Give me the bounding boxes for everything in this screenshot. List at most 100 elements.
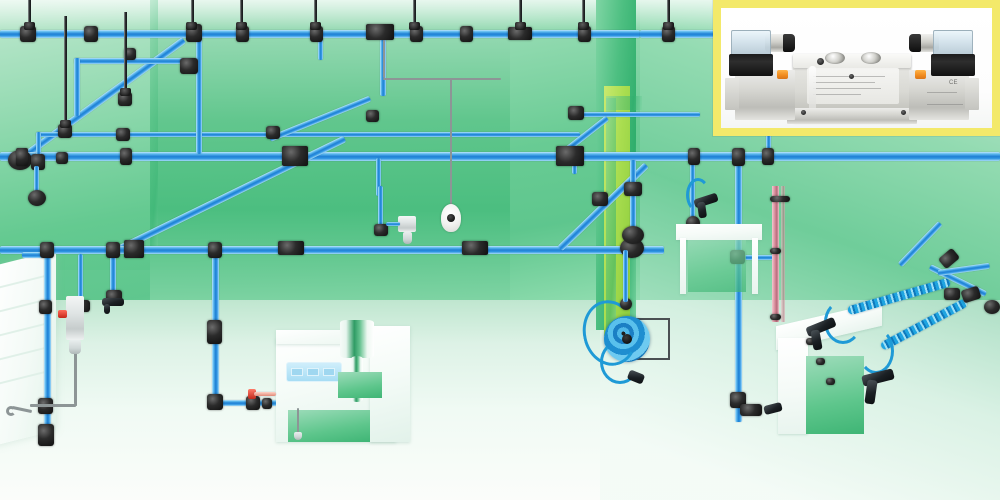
valve-front-face [807, 68, 899, 104]
hanger-rod-2 [64, 16, 67, 128]
valve-spool-window [809, 66, 816, 112]
fitting-elbow-secondary-left [116, 128, 130, 141]
fitting-diag-4 [124, 48, 136, 60]
drop-leg-11 [376, 158, 381, 196]
riser-upper-left [74, 58, 80, 116]
fitting-coil-drop-end [984, 300, 1000, 314]
fitting-machine-3 [262, 398, 272, 409]
machine-panel-btn-1[interactable] [291, 368, 303, 376]
hanger-clamp-4 [186, 22, 197, 30]
frl-left-drain-tube [74, 354, 77, 406]
valve-end-block-right-flange [965, 78, 979, 110]
drop-leg-10 [196, 38, 202, 154]
ring-main-lower [0, 246, 640, 254]
branch-stub-left [34, 166, 39, 192]
machine-tool-window-green [338, 372, 382, 398]
fitting-drop-4b [207, 394, 223, 410]
secondary-header-upper-right [580, 112, 700, 117]
fitting-tee-mid-3 [556, 146, 584, 166]
branch-frl-feed [22, 252, 52, 258]
machine-air-valve-handle[interactable] [248, 389, 256, 399]
drop-leg-1 [44, 252, 51, 440]
solenoid-cap-left [783, 34, 795, 52]
solenoid-coil-left [729, 54, 773, 76]
valve-pilot-port [817, 58, 824, 65]
ring-main-lower-right [640, 246, 664, 254]
frl-center-unit [398, 216, 416, 232]
machine-air-drain-bowl [294, 432, 302, 440]
hanger-clamp-10 [663, 22, 674, 30]
frl-center-elbow [374, 224, 388, 236]
fitting-union-top-7 [578, 26, 591, 42]
fitting-tee-lower-2 [278, 241, 304, 255]
drop-leg-2 [78, 254, 83, 314]
bench-right-outlet-1[interactable] [806, 338, 815, 345]
riser-center-pillar [318, 38, 323, 60]
bench-right-panel [806, 356, 864, 434]
solenoid-cap-right [909, 34, 921, 52]
manual-override-right[interactable] [915, 70, 926, 79]
wall-far-panel [150, 0, 510, 300]
frl-left-unit [66, 296, 84, 340]
fitting-union-top-1 [84, 26, 98, 42]
fitting-lower-2 [106, 242, 120, 258]
hanger-rod-4 [191, 0, 194, 26]
pendant-lamp-bulb [447, 214, 455, 222]
copper-riser-clamp-1 [770, 196, 790, 202]
bench-right-outlet-2[interactable] [816, 358, 825, 365]
fitting-union-top-2 [236, 26, 249, 42]
frl-left-drain-bend [30, 404, 76, 407]
fitting-drop-6c [740, 404, 762, 416]
fitting-secondary-1 [266, 126, 280, 139]
machine-panel-btn-3[interactable] [323, 368, 335, 376]
valve-mount-screw-right [901, 110, 906, 115]
hanger-clamp-7 [409, 22, 420, 30]
hanger-clamp-8 [515, 22, 526, 30]
fitting-tee-top-2 [366, 24, 394, 40]
fitting-lower-1 [40, 242, 54, 258]
frl-center-bowl [403, 232, 412, 244]
valve-right-mark-line-2 [927, 104, 963, 105]
control-tube-drop [450, 78, 452, 208]
main-header-mid [0, 152, 1000, 161]
fitting-lower-3 [208, 242, 222, 258]
outlet-tap-left [102, 298, 124, 306]
hanger-rod-9 [582, 0, 585, 26]
fitting-union-mid-1 [120, 148, 132, 165]
valve-end-block-left-flange [725, 78, 739, 110]
frl-center-riser [378, 186, 383, 232]
valve-label-line-4 [813, 94, 861, 95]
fitting-tee-mid-1 [16, 148, 28, 166]
hanger-rod-1 [28, 0, 31, 28]
fitting-union-top-8 [662, 26, 675, 42]
solenoid-connector-left [731, 30, 771, 56]
frl-center-outlet [386, 222, 400, 226]
frl-left-drain-tip [6, 406, 16, 416]
hanger-rod-6 [314, 0, 317, 26]
blow-gun-bench-mid-hose [686, 178, 710, 212]
hanger-clamp-1 [24, 22, 35, 30]
fitting-tee-top-1 [20, 26, 36, 42]
hanger-rod-10 [667, 0, 670, 26]
valve-right-mark-line-1 [927, 92, 957, 93]
hose-reel-hose-tail [600, 340, 640, 384]
solenoid-coil-right [931, 54, 975, 76]
manual-override-left[interactable] [777, 70, 788, 79]
valve-exhaust-port-left [825, 52, 845, 64]
hanger-clamp-9 [578, 22, 589, 30]
control-tube-horizontal [383, 78, 501, 80]
copper-riser-pipe [772, 186, 779, 322]
fitting-lower-4 [592, 192, 608, 206]
valve-label-line-2 [813, 82, 875, 83]
control-tube-vertical [383, 40, 385, 78]
fitting-tee-mid-2 [282, 146, 308, 166]
machine-panel-btn-2[interactable] [307, 368, 319, 376]
coiled-hose-lower-tail [858, 328, 894, 374]
fitting-union-mid-2 [688, 148, 700, 165]
hose-reel-feed-pipe [623, 250, 628, 302]
hanger-rod-8 [519, 0, 522, 26]
fitting-union-top-4 [410, 26, 423, 42]
bench-right-outlet-3[interactable] [826, 378, 835, 385]
hanger-rod-7 [413, 0, 416, 26]
